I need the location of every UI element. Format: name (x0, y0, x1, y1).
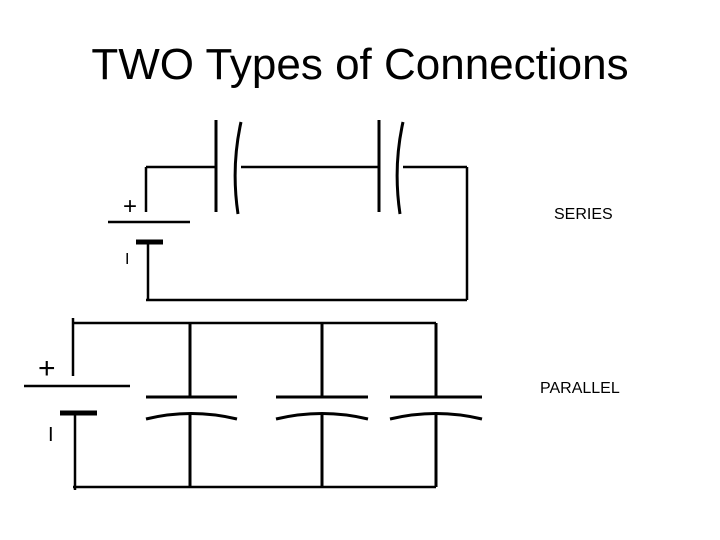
series-capacitor-1 (214, 120, 243, 215)
series-minus-sign: I (125, 251, 129, 268)
parallel-circuit (24, 318, 483, 490)
series-circuit (108, 120, 469, 302)
series-capacitor-2 (377, 120, 405, 215)
parallel-capacitor-1 (145, 323, 238, 487)
series-label: SERIES (554, 206, 613, 223)
parallel-wires (71, 318, 436, 490)
parallel-minus-sign: I (48, 424, 54, 446)
parallel-capacitor-2 (275, 323, 369, 487)
slide-title: TWO Types of Connections (91, 40, 629, 89)
series-plus-sign: + (123, 193, 137, 220)
parallel-label: PARALLEL (540, 380, 620, 397)
series-battery (108, 220, 190, 245)
series-wires (144, 165, 469, 302)
parallel-battery (24, 384, 130, 416)
parallel-capacitor-3 (389, 323, 483, 487)
parallel-plus-sign: + (38, 352, 56, 385)
